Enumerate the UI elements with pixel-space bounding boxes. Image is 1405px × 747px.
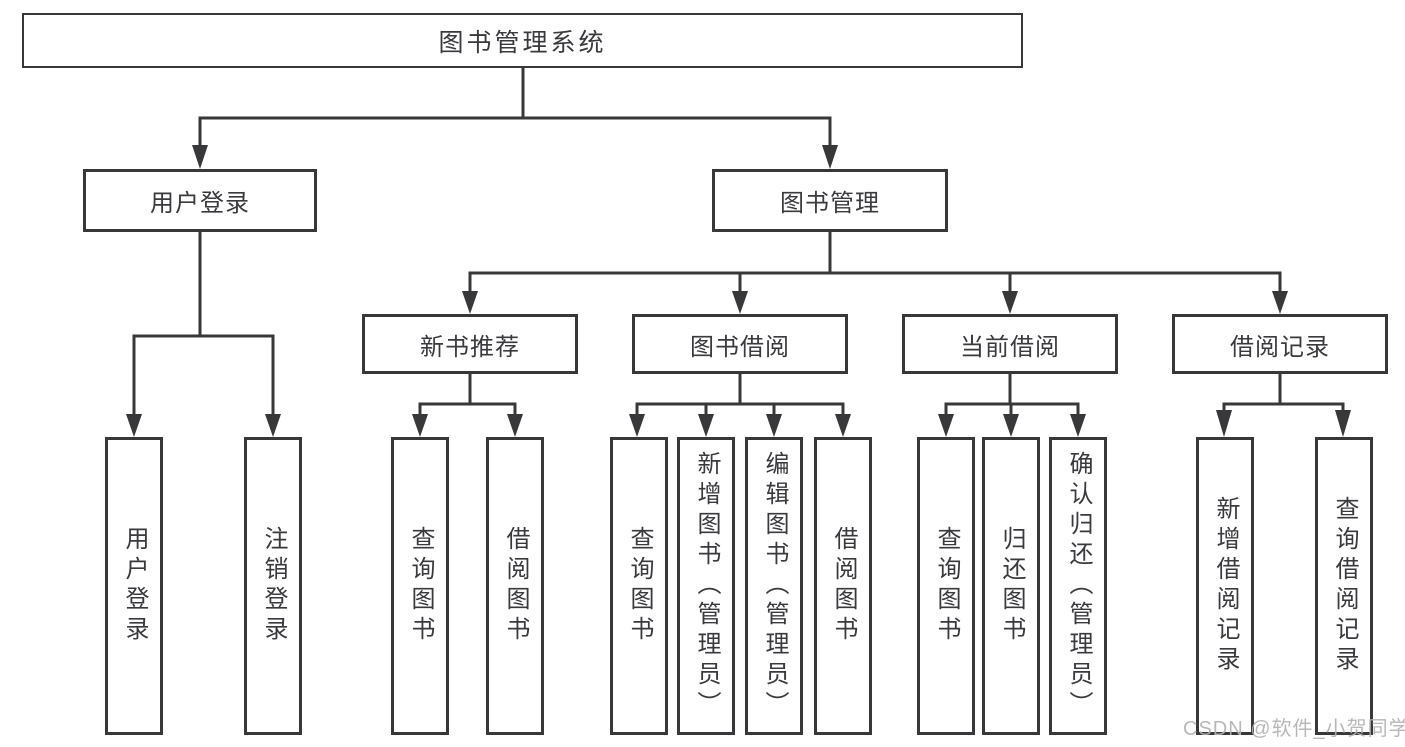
connector-user-login-to-leaves <box>126 232 281 437</box>
leaf-add-borrow-record: 新增借阅记录 <box>1196 437 1254 735</box>
node-library-system: 图书管理系统 <box>22 13 1023 68</box>
leaf-return-books-label: 归还图书 <box>998 526 1025 646</box>
connector-root-to-level2 <box>192 68 838 169</box>
leaf-query-books-borrow-label: 查询图书 <box>626 526 653 646</box>
leaf-edit-book-admin: 编辑图书（管理员） <box>745 437 803 735</box>
leaf-confirm-return-admin: 确认归还（管理员） <box>1049 437 1107 735</box>
leaf-user-login-label: 用户登录 <box>121 526 148 646</box>
node-new-book-recommend: 新书推荐 <box>362 314 578 374</box>
leaf-add-book-admin: 新增图书（管理员） <box>677 437 735 735</box>
leaf-borrow-books-label: 借阅图书 <box>830 526 857 646</box>
leaf-confirm-return-admin-label: 确认归还（管理员） <box>1065 451 1092 721</box>
leaf-query-borrow-record-label: 查询借阅记录 <box>1331 496 1358 676</box>
leaf-edit-book-admin-label: 编辑图书（管理员） <box>761 451 788 721</box>
node-borrowing-records: 借阅记录 <box>1172 314 1388 374</box>
leaf-query-books-recommend-label: 查询图书 <box>407 526 434 646</box>
node-user-login: 用户登录 <box>83 169 317 232</box>
watermark-text: CSDN @软件_小贺同学 <box>1183 718 1405 740</box>
leaf-add-borrow-record-label: 新增借阅记录 <box>1212 496 1239 676</box>
leaf-add-book-admin-label: 新增图书（管理员） <box>693 451 720 721</box>
leaf-borrow-books-recommend-label: 借阅图书 <box>502 526 529 646</box>
leaf-return-books: 归还图书 <box>982 437 1040 735</box>
leaf-query-books-current: 查询图书 <box>917 437 975 735</box>
connector-borrow-record-to-leaves <box>1216 374 1351 437</box>
connector-current-borrow-to-leaves <box>938 374 1086 437</box>
connector-book-management-to-level3 <box>462 232 1288 314</box>
leaf-borrow-books: 借阅图书 <box>814 437 872 735</box>
node-book-management: 图书管理 <box>712 169 948 232</box>
leaf-query-books-current-label: 查询图书 <box>933 526 960 646</box>
leaf-logout-label: 注销登录 <box>260 526 287 646</box>
leaf-logout: 注销登录 <box>244 437 302 735</box>
leaf-query-books-borrow: 查询图书 <box>610 437 668 735</box>
leaf-user-login: 用户登录 <box>105 437 163 735</box>
node-book-borrowing: 图书借阅 <box>632 314 848 374</box>
leaf-query-books-recommend: 查询图书 <box>391 437 449 735</box>
node-current-borrowing: 当前借阅 <box>902 314 1118 374</box>
leaf-query-borrow-record: 查询借阅记录 <box>1315 437 1373 735</box>
connector-new-book-to-leaves <box>412 374 523 437</box>
leaf-borrow-books-recommend: 借阅图书 <box>486 437 544 735</box>
connector-book-borrow-to-leaves <box>629 374 851 437</box>
